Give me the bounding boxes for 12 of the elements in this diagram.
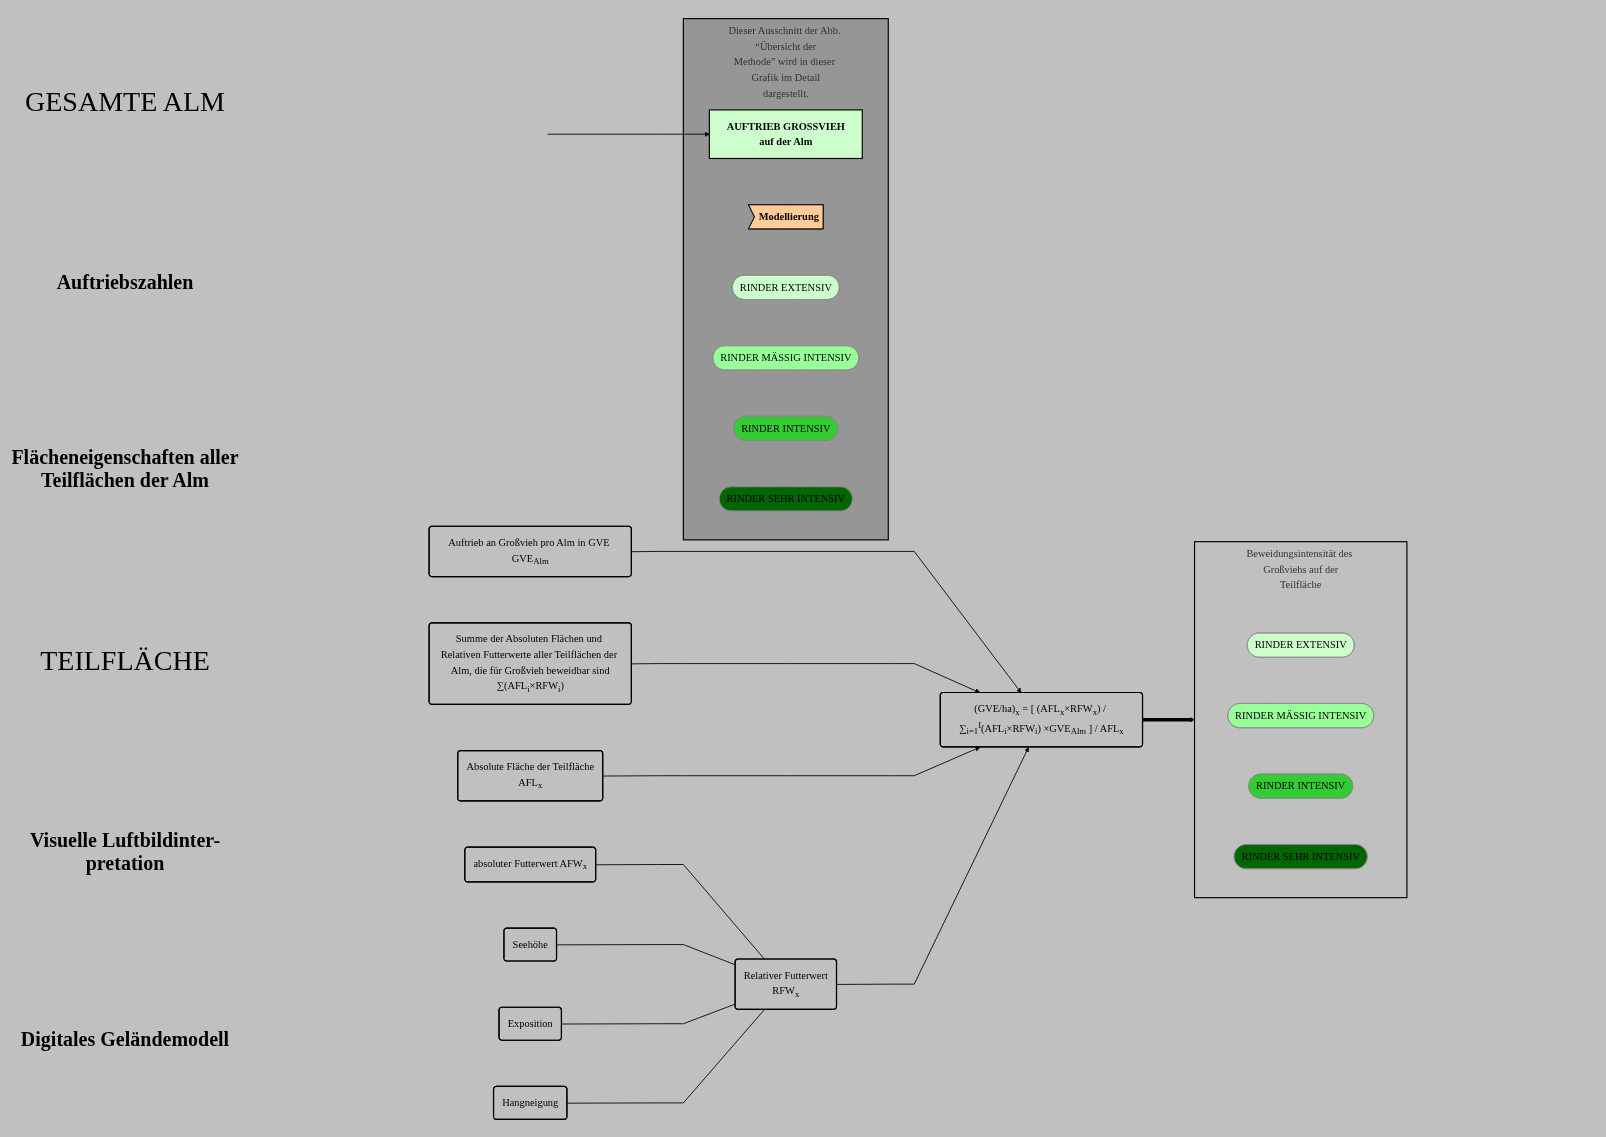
connector bbox=[561, 1003, 736, 1024]
group-label: Flächeneigenschaften aller Teilflächen der Alm bbox=[10, 446, 240, 493]
connector bbox=[566, 1008, 765, 1104]
section-heading: GESAMTE ALM bbox=[24, 86, 226, 119]
node-box: AUFTRIEB GROSSVIEH auf der Alm bbox=[708, 108, 863, 159]
connector bbox=[595, 863, 765, 960]
group-label: Visuelle Luftbildinter-pretation bbox=[28, 829, 222, 876]
section-heading: TEILFLÄCHE bbox=[39, 644, 211, 677]
group-label: Digitales Geländemodell bbox=[19, 1027, 231, 1051]
group-label: Auftriebszahlen bbox=[55, 270, 195, 294]
connector bbox=[556, 943, 736, 965]
arrow bbox=[1142, 716, 1195, 722]
